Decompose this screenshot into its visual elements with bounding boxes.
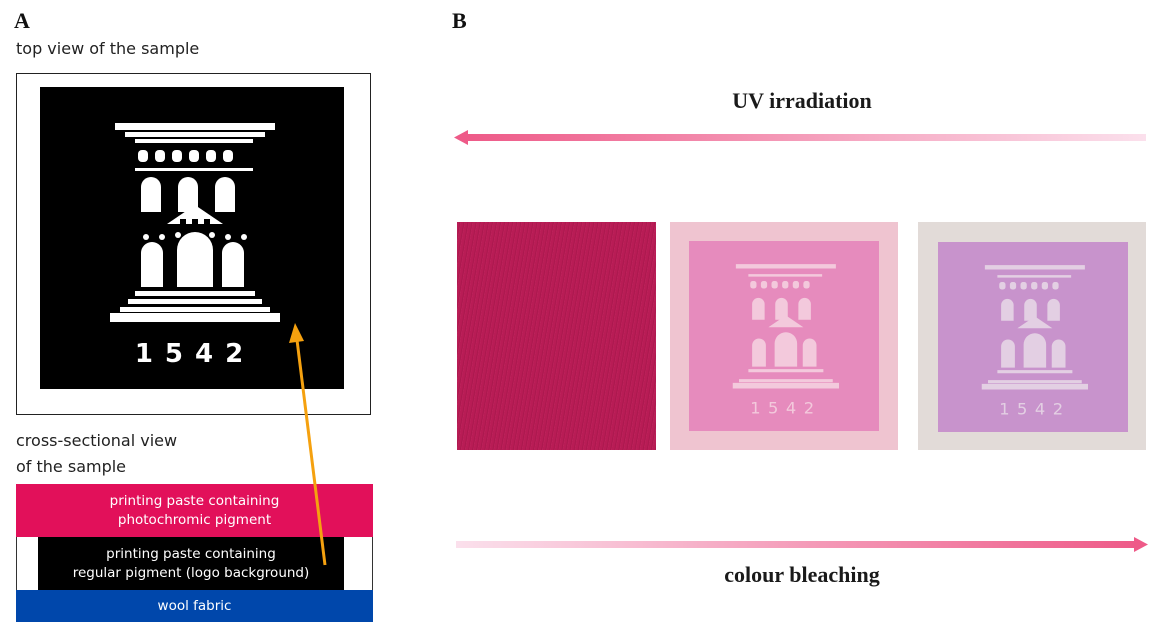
top-view-caption: top view of the sample	[16, 39, 200, 58]
university-logo-icon: 1542	[110, 123, 280, 369]
uv-irradiation-label: UV irradiation	[732, 88, 872, 113]
regular-layer-line1: printing paste containing	[106, 545, 276, 562]
wool-layer-label: wool fabric	[157, 597, 232, 614]
bleached-logo-icon: 1542	[981, 265, 1088, 419]
colour-bleaching-label: colour bleaching	[724, 562, 880, 587]
cross-section-caption-line2: of the sample	[16, 457, 127, 476]
regular-pigment-layer: printing paste containing regular pigmen…	[38, 537, 344, 590]
swatch-logo-square-bleached: 1542	[938, 242, 1128, 432]
logo-year-text: 1542	[135, 339, 255, 369]
swatch-full-colour	[457, 222, 656, 450]
swatch-bleached: 1542	[918, 222, 1146, 450]
logo-background: 1542	[40, 87, 344, 389]
bleaching-arrow-icon	[456, 537, 1148, 552]
photochromic-layer-line1: printing paste containing	[109, 492, 280, 509]
photochromic-layer-line2: photochromic pigment	[117, 511, 272, 528]
swatch-partial-bleach: 1542	[670, 222, 898, 450]
regular-layer-line2: regular pigment (logo background)	[72, 564, 310, 581]
top-view-frame: 1542	[16, 73, 371, 415]
panel-b-letter: B	[452, 8, 467, 33]
swatch-year-text: 1542	[750, 399, 821, 418]
swatch-year-text-bleached: 1542	[999, 400, 1070, 419]
panel-a-letter: A	[14, 8, 30, 33]
swatch-logo-square: 1542	[689, 241, 879, 431]
wool-fabric-layer: wool fabric	[16, 590, 373, 622]
cross-section-caption-line1: cross-sectional view	[16, 431, 178, 450]
uv-arrow-icon	[454, 130, 1146, 145]
faded-logo-icon: 1542	[732, 264, 839, 418]
photochromic-layer: printing paste containing photochromic p…	[16, 484, 373, 537]
